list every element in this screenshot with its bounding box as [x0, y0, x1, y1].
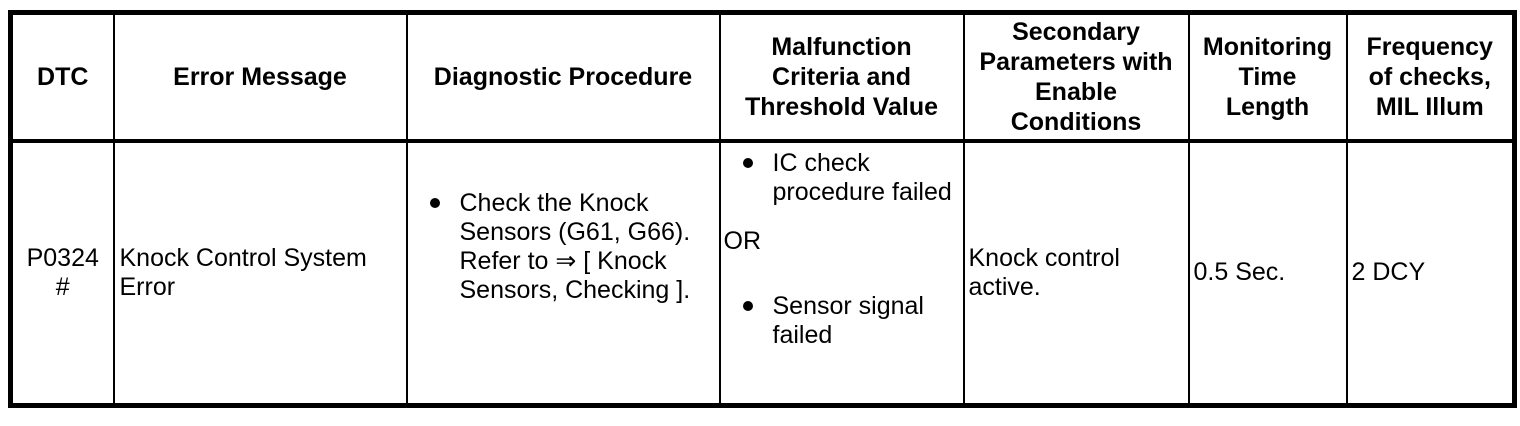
secondary-parameters-text: Knock control active. [968, 243, 1120, 301]
malfunction-criteria-item: Sensor signal failed [721, 292, 961, 350]
malfunction-criteria-text: Sensor signal failed [772, 292, 924, 349]
error-message-text: Knock Control System Error [119, 243, 367, 301]
bullet-icon [742, 301, 753, 311]
cell-secondary-parameters: Knock control active. [962, 140, 1190, 406]
table-row: P0324 # Knock Control System Error Check… [9, 140, 1516, 406]
header-cell-secondary-parameters: Secondary Parameters with Enable Conditi… [962, 11, 1190, 143]
malfunction-criteria-text: IC check procedure failed [772, 149, 952, 206]
header-cell-diagnostic-procedure: Diagnostic Procedure [405, 11, 721, 143]
diagnostic-procedure-item: Check the Knock Sensors (G61, G66). Refe… [408, 189, 715, 305]
dtc-table: DTC Error Message Diagnostic Procedure M… [8, 10, 1517, 408]
header-cell-frequency-of-checks: Frequency of checks, MIL Illum [1345, 11, 1516, 143]
header-row: DTC Error Message Diagnostic Procedure M… [9, 11, 1516, 143]
header-cell-malfunction-criteria: Malfunction Criteria and Threshold Value [718, 11, 965, 143]
malfunction-criteria-item: IC check procedure failed [721, 149, 961, 207]
frequency-of-checks-text: 2 DCY [1351, 258, 1426, 287]
header-cell-monitoring-time: Monitoring Time Length [1187, 11, 1348, 143]
dtc-code: P0324 [26, 243, 99, 272]
dtc-flag: # [55, 272, 70, 301]
cell-frequency-of-checks: 2 DCY [1345, 140, 1516, 406]
bullet-icon [742, 158, 753, 168]
cell-dtc: P0324 # [9, 140, 115, 406]
monitoring-time-text: 0.5 Sec. [1193, 258, 1286, 287]
bullet-icon [429, 198, 440, 208]
diagnostic-procedure-text: Check the Knock Sensors (G61, G66). Refe… [459, 189, 691, 304]
header-cell-dtc: DTC [9, 11, 115, 143]
cell-error-message: Knock Control System Error [112, 140, 408, 406]
cell-diagnostic-procedure: Check the Knock Sensors (G61, G66). Refe… [405, 140, 721, 406]
cell-monitoring-time: 0.5 Sec. [1187, 140, 1348, 406]
header-cell-error-message: Error Message [112, 11, 408, 143]
cell-malfunction-criteria: IC check procedure failed OR Sensor sign… [718, 140, 965, 406]
malfunction-criteria-connector: OR [723, 227, 762, 255]
